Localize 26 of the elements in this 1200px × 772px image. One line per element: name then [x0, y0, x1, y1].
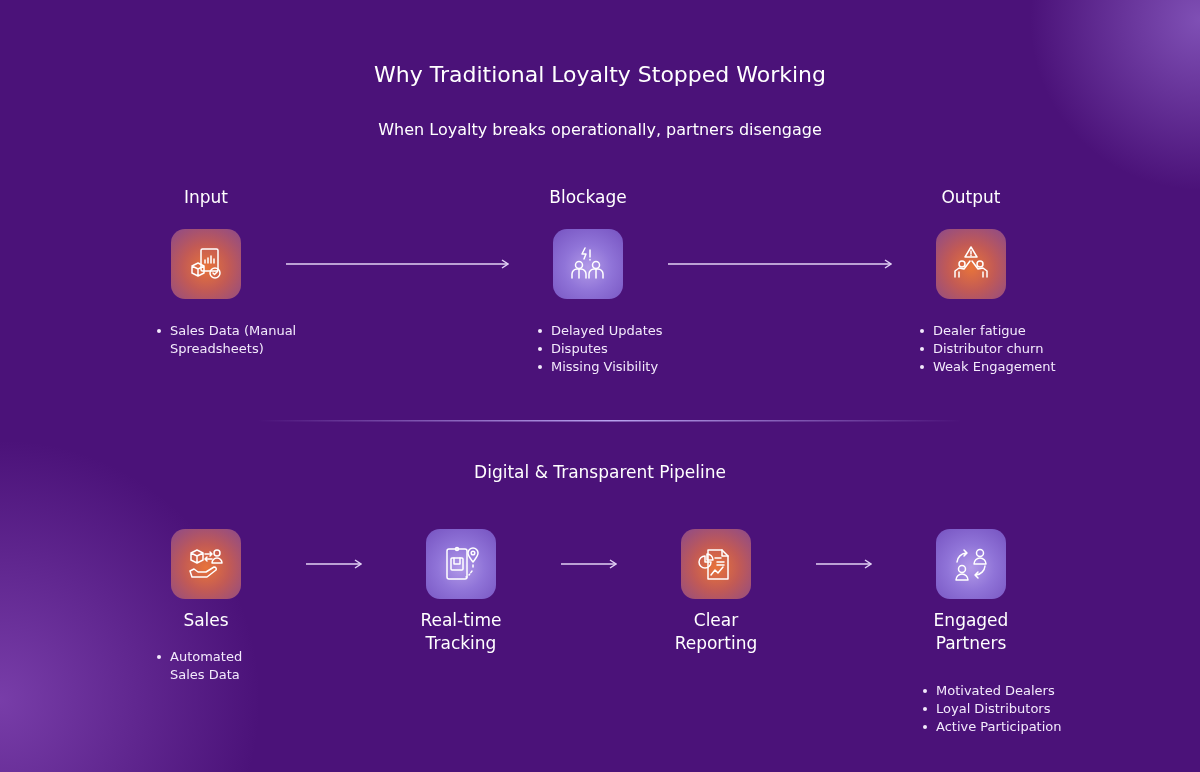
title: Why Traditional Loyalty Stopped Working [373, 62, 827, 87]
list-item: Delayed Updates [551, 322, 663, 340]
step-heading: Real-time Tracking [419, 609, 503, 655]
step-heading: Output [941, 186, 1001, 209]
list-item: Distributor churn [933, 340, 1044, 358]
step-heading: Input [184, 186, 228, 209]
list-item: Disputes [551, 340, 608, 358]
step-heading: Clear Reporting [673, 609, 759, 655]
list-item: Missing Visibility [551, 358, 659, 376]
step-heading: Sales [183, 609, 229, 632]
arrow [285, 259, 509, 269]
list-item: Active Participation [936, 718, 1062, 736]
list-item: Dealer fatigue [933, 322, 1026, 340]
arrow [815, 559, 872, 569]
list-item: Motivated Dealers [936, 682, 1055, 700]
list-item: Automated Sales Data [170, 648, 244, 684]
step-heading: Engaged Partners [932, 609, 1010, 655]
list-item: Loyal Distributors [936, 700, 1051, 718]
list-item: Sales Data (Manual Spreadsheets) [170, 322, 298, 358]
arrow [560, 559, 617, 569]
arrow [667, 259, 892, 269]
subtitle: When Loyalty breaks operationally, partners disengage [377, 120, 823, 139]
arrow [305, 559, 362, 569]
list-item: Weak Engagement [933, 358, 1056, 376]
section-heading: Digital & Transparent Pipeline [473, 462, 727, 482]
step-heading: Blockage [549, 186, 627, 209]
